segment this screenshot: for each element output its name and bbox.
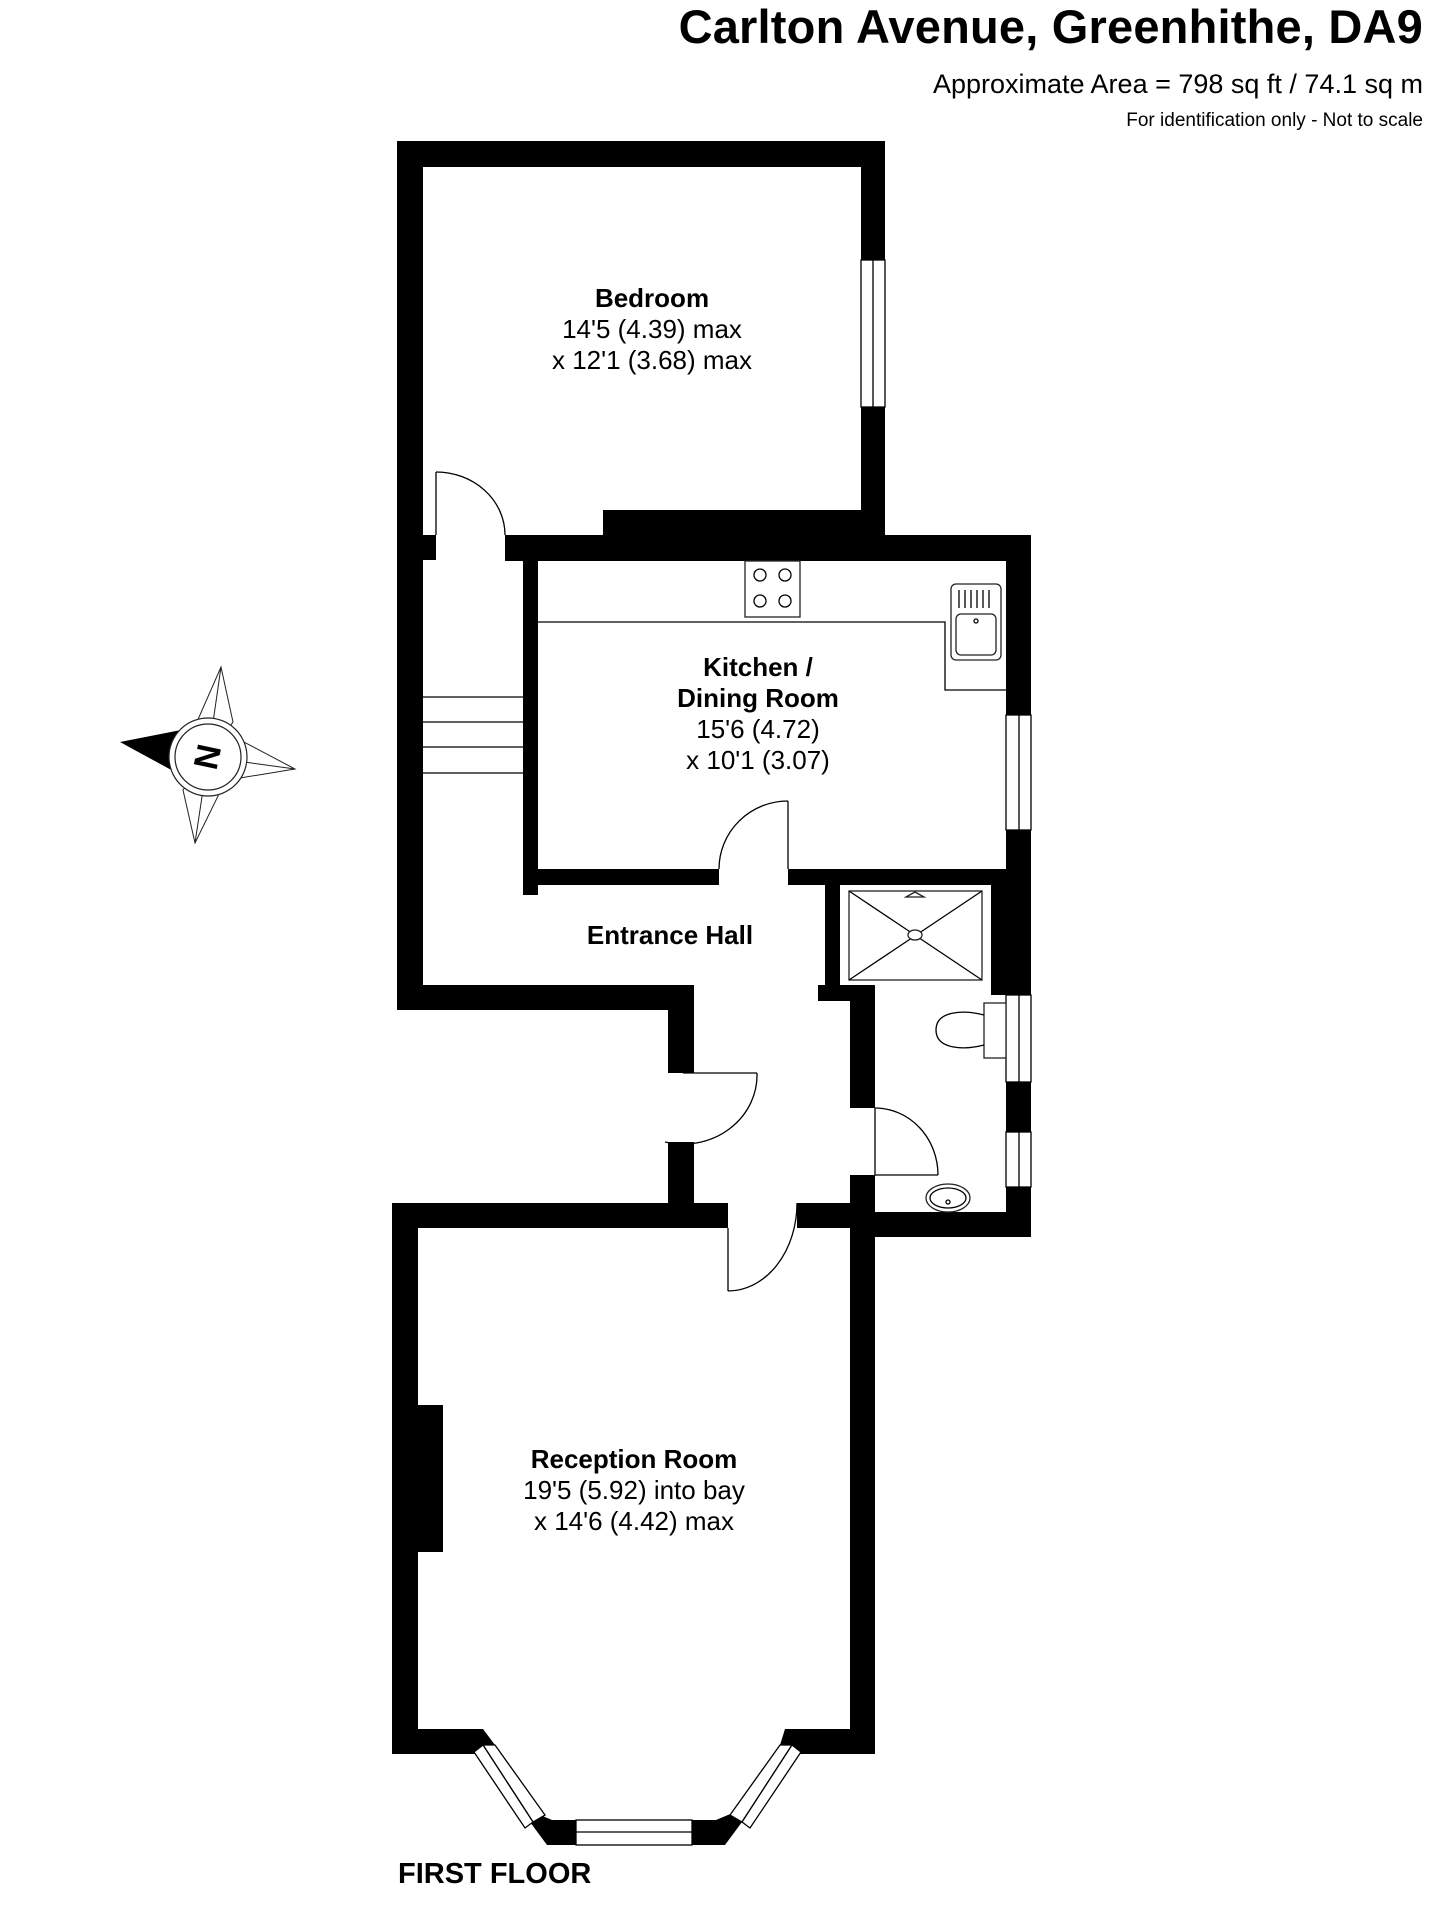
kitchen-walls: [505, 535, 1032, 895]
kitchen-counter: [538, 621, 1006, 691]
reception-name: Reception Room: [530, 1444, 738, 1474]
kitchen-name-1: Kitchen /: [703, 652, 813, 682]
bathroom-walls: [818, 884, 1032, 1237]
bedroom-name: Bedroom: [594, 283, 710, 313]
disclaimer: For identification only - Not to scale: [1126, 110, 1423, 131]
toilet-icon: [935, 1002, 1007, 1059]
kitchen-label: Kitchen / Dining Room 15'6 (4.72) x 10'1…: [677, 652, 839, 776]
floor-label: FIRST FLOOR: [398, 1858, 592, 1890]
kitchen-door: [718, 800, 789, 870]
shower-tray-icon: [848, 890, 983, 981]
approximate-area: Approximate Area = 798 sq ft / 74.1 sq m: [932, 69, 1423, 99]
bedroom-label: Bedroom 14'5 (4.39) max x 12'1 (3.68) ma…: [552, 283, 752, 376]
reception-label: Reception Room 19'5 (5.92) into bay x 14…: [523, 1444, 745, 1537]
bedroom-dim-1: 14'5 (4.39) max: [562, 314, 742, 344]
reception-dim-1: 19'5 (5.92) into bay: [523, 1475, 745, 1505]
kitchen-dim-2: x 10'1 (3.07): [686, 745, 830, 775]
stairs: [423, 696, 523, 774]
kitchen-dim-1: 15'6 (4.72): [696, 714, 820, 744]
compass-rose-icon: N: [120, 665, 297, 845]
cupboard-door: [664, 1072, 758, 1145]
reception-dim-2: x 14'6 (4.42) max: [533, 1506, 735, 1536]
hall-walls: [397, 985, 694, 1228]
reception-walls: [392, 1203, 875, 1845]
kitchen-sink-icon: [950, 583, 1002, 661]
bedroom-door: [423, 471, 506, 560]
kitchen-name-2: Dining Room: [677, 683, 839, 713]
property-title: Carlton Avenue, Greenhithe, DA9: [678, 0, 1423, 53]
bedroom-dim-2: x 12'1 (3.68) max: [551, 345, 753, 375]
bathroom-door: [874, 1107, 939, 1176]
hall-label: Entrance Hall: [587, 920, 753, 951]
header: Carlton Avenue, Greenhithe, DA9 Approxim…: [679, 0, 1423, 132]
hob-icon: [744, 560, 801, 618]
hall-name: Entrance Hall: [586, 920, 754, 950]
reception-door: [727, 1202, 798, 1292]
bay-window: [473, 1744, 802, 1846]
basin-icon: [925, 1183, 971, 1213]
